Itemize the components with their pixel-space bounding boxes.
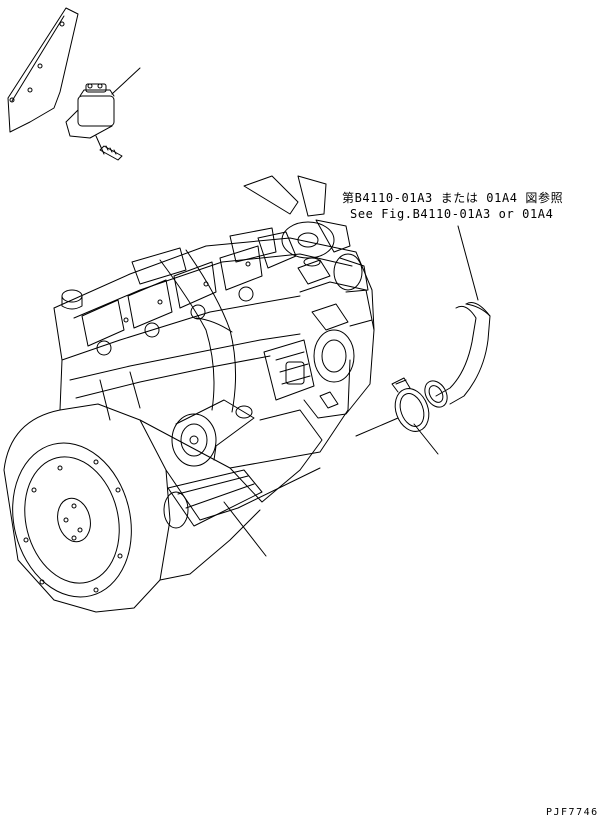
leader-clamp bbox=[414, 424, 438, 454]
leader-engine bbox=[224, 502, 266, 556]
engine-assembly bbox=[0, 176, 374, 612]
hose bbox=[420, 303, 490, 412]
filter-unit bbox=[66, 84, 122, 160]
drawing-code: PJF7746 bbox=[546, 807, 599, 818]
leader-bracket bbox=[112, 68, 140, 94]
bracket-plate bbox=[8, 8, 78, 132]
leader-hose-reference bbox=[458, 226, 478, 300]
reference-note-japanese: 第B4110-01A3 または 01A4 図参照 bbox=[342, 191, 564, 205]
leader-clamp-to-engine bbox=[356, 418, 398, 436]
reference-note-english: See Fig.B4110-01A3 or 01A4 bbox=[350, 207, 554, 221]
clamp bbox=[389, 378, 434, 436]
